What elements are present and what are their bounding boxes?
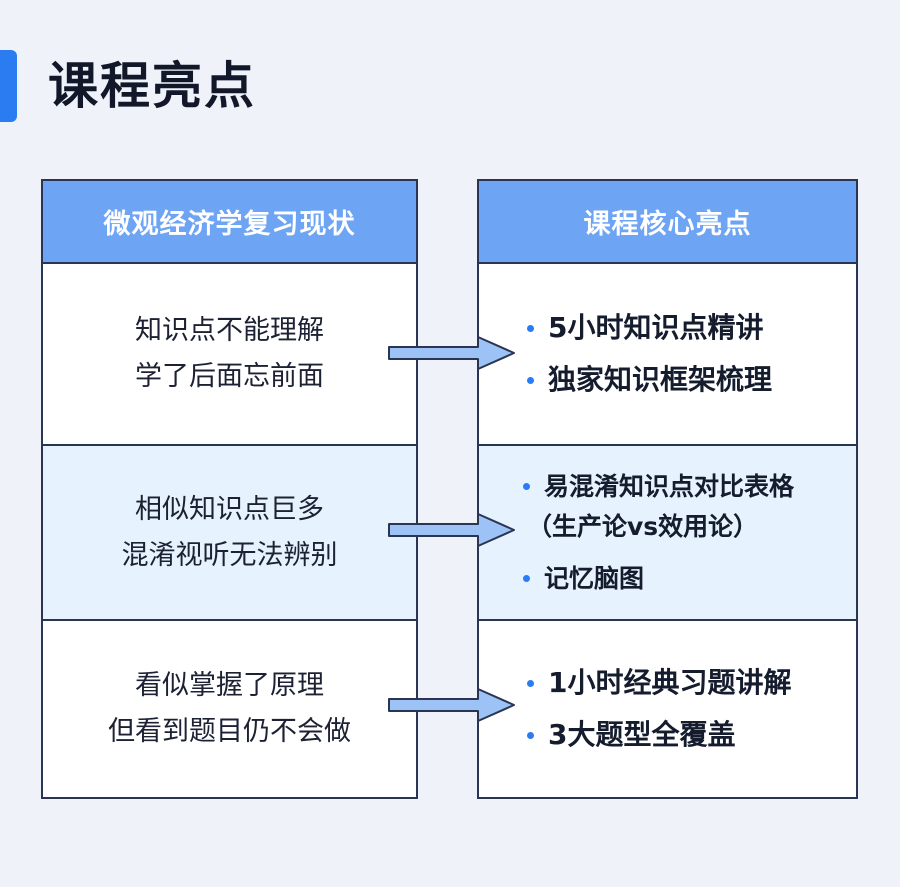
situation-cell: 知识点不能理解 学了后面忘前面 xyxy=(43,308,416,400)
right-arrow-icon xyxy=(388,688,515,722)
highlight-text: 独家知识框架梳理 xyxy=(548,363,773,396)
highlight-bullet: 3大题型全覆盖 xyxy=(527,709,856,761)
situation-line: 知识点不能理解 xyxy=(135,315,324,346)
highlight-bullet: 5小时知识点精讲 xyxy=(527,302,856,354)
highlight-cell: 5小时知识点精讲 独家知识框架梳理 xyxy=(479,302,856,406)
highlight-cell: 1小时经典习题讲解 3大题型全覆盖 xyxy=(479,657,856,761)
bullet-dot-icon xyxy=(527,324,534,332)
right-arrow-icon xyxy=(388,513,515,547)
table-row: 知识点不能理解 学了后面忘前面 xyxy=(43,264,416,446)
course-highlights-table: 课程核心亮点 5小时知识点精讲 独家知识框架梳理 易混淆知识点对比表格 （生产论… xyxy=(477,179,858,799)
highlight-bullet: 独家知识框架梳理 xyxy=(527,354,856,406)
table-row: 易混淆知识点对比表格 （生产论vs效用论） 记忆脑图 xyxy=(479,446,856,621)
situation-line: 相似知识点巨多 xyxy=(135,493,324,525)
table-row: 1小时经典习题讲解 3大题型全覆盖 xyxy=(479,621,856,797)
highlight-bullet: 1小时经典习题讲解 xyxy=(527,657,856,709)
bullet-dot-icon xyxy=(527,679,534,687)
highlight-text: 1小时经典习题讲解 xyxy=(548,666,792,699)
highlight-cell: 易混淆知识点对比表格 （生产论vs效用论） 记忆脑图 xyxy=(479,467,856,599)
table-row: 相似知识点巨多 混淆视听无法辨别 xyxy=(43,446,416,621)
bullet-dot-icon xyxy=(523,575,530,582)
title-accent-bar xyxy=(0,50,17,122)
right-arrow-icon xyxy=(388,336,515,370)
table-row: 看似掌握了原理 但看到题目仍不会做 xyxy=(43,621,416,797)
table-row: 5小时知识点精讲 独家知识框架梳理 xyxy=(479,264,856,446)
bullet-dot-icon xyxy=(527,376,534,384)
situation-line: 但看到题目仍不会做 xyxy=(108,716,351,747)
situation-cell: 看似掌握了原理 但看到题目仍不会做 xyxy=(43,663,416,755)
highlight-text: 3大题型全覆盖 xyxy=(548,718,736,751)
current-situation-header: 微观经济学复习现状 xyxy=(43,181,416,264)
highlight-bullet: 易混淆知识点对比表格 xyxy=(523,467,856,507)
highlight-text: 5小时知识点精讲 xyxy=(548,311,764,344)
situation-line: 学了后面忘前面 xyxy=(135,361,324,392)
bullet-dot-icon xyxy=(527,731,534,739)
highlight-text-continuation: （生产论vs效用论） xyxy=(527,511,759,541)
situation-cell: 相似知识点巨多 混淆视听无法辨别 xyxy=(43,487,416,579)
course-highlights-header: 课程核心亮点 xyxy=(479,181,856,264)
situation-line: 看似掌握了原理 xyxy=(135,670,324,701)
highlight-bullet: 记忆脑图 xyxy=(523,559,856,599)
highlight-text: 易混淆知识点对比表格 xyxy=(544,471,795,501)
page-title: 课程亮点 xyxy=(48,57,256,115)
highlight-text: 记忆脑图 xyxy=(544,563,645,593)
current-situation-table: 微观经济学复习现状 知识点不能理解 学了后面忘前面 相似知识点巨多 混淆视听无法… xyxy=(41,179,418,799)
bullet-dot-icon xyxy=(523,483,530,490)
situation-line: 混淆视听无法辨别 xyxy=(121,539,338,571)
